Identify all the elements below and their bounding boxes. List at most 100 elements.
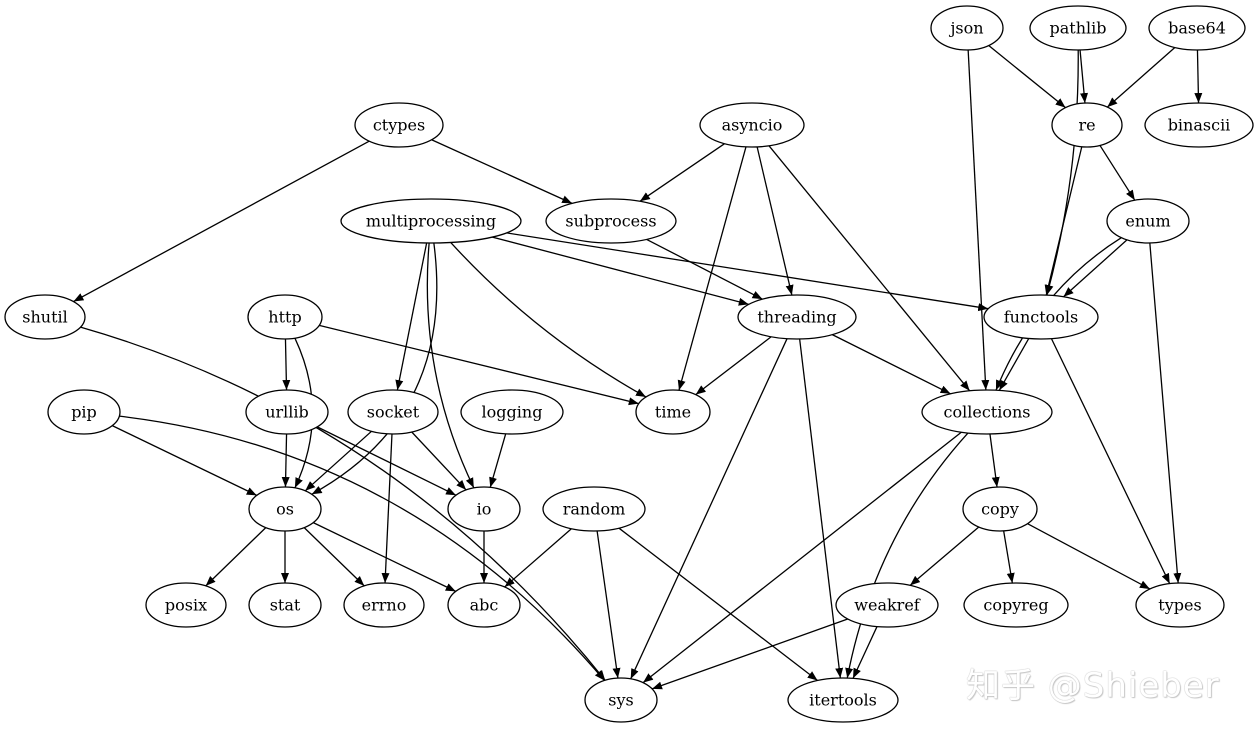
node-functools-label: functools (1004, 308, 1079, 327)
node-functools: functools (983, 294, 1099, 340)
edge-threading-to-collections (831, 334, 951, 395)
nodes-layer: json pathlib base64 ctypes asyncio re binascii… (4, 5, 1254, 723)
edge-weakref-to-sys (651, 618, 848, 690)
node-shutil-label: shutil (22, 308, 67, 327)
node-subprocess-label: subprocess (565, 212, 656, 231)
edge-collections-to-copy (989, 433, 1000, 488)
node-ctypes: ctypes (354, 102, 444, 148)
node-functools-ellipse (983, 294, 1099, 340)
edge-multiprocessing-to-threading (492, 236, 749, 306)
node-pathlib: pathlib (1029, 5, 1127, 51)
node-json-label: json (948, 19, 983, 38)
node-time-ellipse (635, 389, 711, 435)
node-errno-label: errno (362, 596, 407, 615)
node-collections: collections (921, 389, 1053, 435)
node-multiprocessing: multiprocessing (340, 198, 522, 244)
node-re-label: re (1078, 116, 1095, 135)
edges-layer (73, 45, 1203, 690)
node-http-label: http (268, 308, 301, 327)
node-copyreg: copyreg (963, 582, 1069, 628)
node-os-label: os (276, 500, 294, 519)
edge-shutil-to-sys (80, 326, 606, 681)
node-enum-ellipse (1106, 198, 1190, 244)
edge-random-to-itertools (618, 527, 818, 682)
node-collections-label: collections (944, 403, 1031, 422)
node-http-ellipse (247, 294, 323, 340)
node-random-ellipse (542, 486, 646, 532)
node-copy-label: copy (981, 500, 1019, 519)
node-time: time (635, 389, 711, 435)
node-errno: errno (343, 582, 425, 628)
node-types: types (1135, 582, 1225, 628)
node-urllib-label: urllib (265, 403, 309, 422)
node-ctypes-ellipse (354, 102, 444, 148)
edge-re-to-enum (1099, 145, 1136, 201)
edge-json-to-collections (967, 49, 990, 391)
edge-urllib-to-os (281, 433, 290, 488)
node-re-ellipse (1051, 102, 1123, 148)
edge-asyncio-to-subprocess (639, 143, 725, 202)
node-ctypes-label: ctypes (373, 116, 425, 135)
edge-re-to-functools (1044, 146, 1083, 296)
node-random-label: random (563, 500, 626, 519)
node-pip-ellipse (47, 389, 121, 435)
node-base64-ellipse (1148, 5, 1246, 51)
node-abc-ellipse (447, 582, 521, 628)
node-pathlib-ellipse (1029, 5, 1127, 51)
node-threading-label: threading (757, 308, 836, 327)
node-binascii-label: binascii (1168, 116, 1231, 135)
edge-asyncio-to-collections (768, 145, 971, 392)
node-os: os (248, 486, 322, 532)
edge-multiprocessing-to-socket (395, 242, 428, 391)
node-json: json (930, 5, 1004, 51)
edge-random-to-sys (596, 530, 621, 679)
node-json-ellipse (930, 5, 1004, 51)
node-re: re (1051, 102, 1123, 148)
node-subprocess-ellipse (545, 198, 677, 244)
node-time-label: time (655, 403, 691, 422)
node-sys-ellipse (584, 677, 658, 723)
node-types-label: types (1158, 596, 1201, 615)
edge-asyncio-to-time (677, 146, 747, 391)
edge-threading-to-itertools (798, 338, 844, 679)
node-multiprocessing-ellipse (340, 198, 522, 244)
node-itertools: itertools (787, 677, 899, 723)
node-itertools-ellipse (787, 677, 899, 723)
node-asyncio-label: asyncio (722, 116, 783, 135)
edge-urllib-to-io (316, 426, 457, 496)
edge-http-to-time (319, 324, 639, 406)
node-posix-ellipse (145, 582, 227, 628)
edge-pathlib-to-functools (1045, 49, 1079, 296)
edge-logging-to-io (489, 433, 507, 488)
node-stat-ellipse (248, 582, 322, 628)
edge-subprocess-to-threading (646, 238, 763, 300)
node-multiprocessing-label: multiprocessing (366, 212, 496, 231)
node-copy: copy (962, 486, 1038, 532)
edge-http-to-urllib (282, 338, 291, 391)
edge-pip-to-sys (119, 415, 605, 681)
node-os-ellipse (248, 486, 322, 532)
node-abc-label: abc (470, 596, 499, 615)
edge-ctypes-to-subprocess (431, 139, 573, 204)
node-sys: sys (584, 677, 658, 723)
edge-pathlib-to-re (1079, 49, 1089, 104)
edge-multiprocessing-to-os (311, 242, 438, 495)
node-threading: threading (737, 294, 857, 340)
edge-threading-to-sys (630, 338, 788, 680)
edge-copy-to-copyreg (1003, 530, 1015, 584)
edge-collections-to-sys (642, 431, 962, 684)
node-shutil: shutil (4, 294, 86, 340)
node-copyreg-ellipse (963, 582, 1069, 628)
node-socket-ellipse (347, 389, 439, 435)
edge-ctypes-to-shutil (73, 140, 370, 303)
node-posix-label: posix (165, 596, 207, 615)
node-weakref-label: weakref (854, 596, 921, 615)
node-urllib: urllib (245, 389, 329, 435)
edge-random-to-abc (504, 528, 572, 588)
edge-base64-to-re (1106, 47, 1176, 108)
edge-copy-to-weakref (909, 526, 980, 586)
node-http: http (247, 294, 323, 340)
node-pip: pip (47, 389, 121, 435)
node-base64: base64 (1148, 5, 1246, 51)
